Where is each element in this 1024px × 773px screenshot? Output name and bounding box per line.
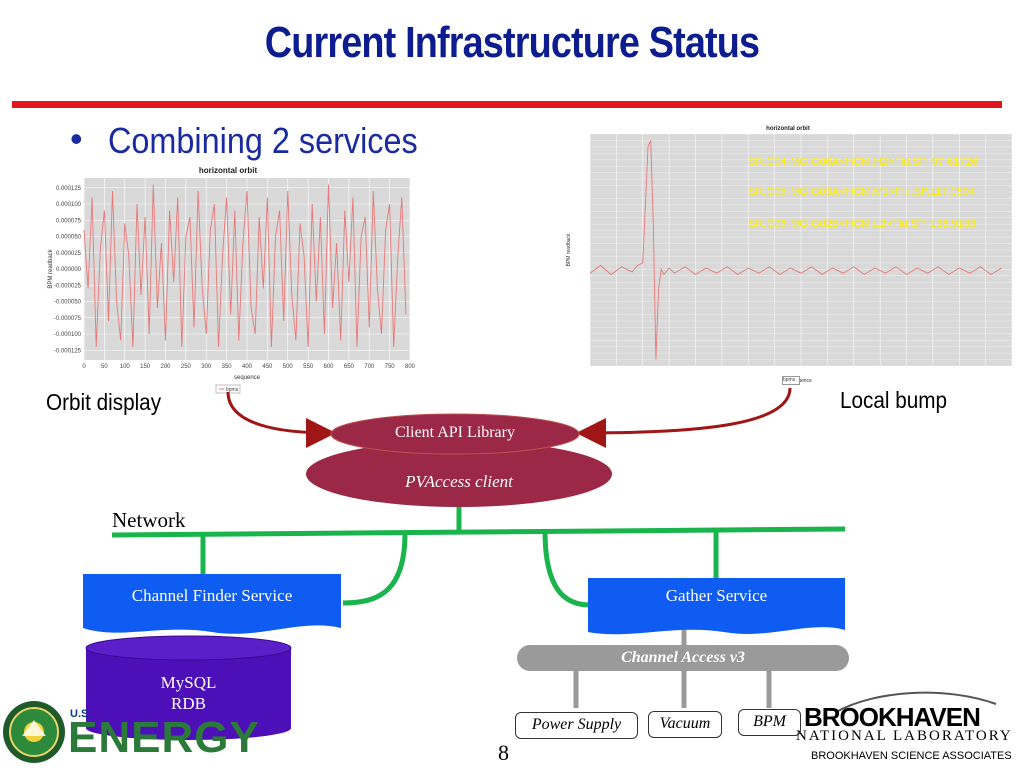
left-x-tick-label: 200 xyxy=(160,364,171,370)
channel-finder-box xyxy=(83,574,341,634)
bnl-sub-text: NATIONAL LABORATORY xyxy=(796,728,1013,744)
left-y-tick-label: -0.000125 xyxy=(54,348,82,354)
left-x-tick-label: 800 xyxy=(405,364,416,370)
doe-energy-text: ENERGY xyxy=(68,713,260,762)
annotation-3: SR:C06-MG:G02B<HCM:L2>Fld:SP, 138.9133 xyxy=(748,218,976,230)
annotation-2: SR:C05-MG:G03A<HCM:M1>Fld:SP,117.0594 xyxy=(748,186,976,198)
doe-seal-icon xyxy=(3,701,65,763)
left-x-tick-label: 150 xyxy=(140,364,151,370)
bnl-main-text: BROOKHAVEN xyxy=(804,702,981,732)
device-bpm: BPM xyxy=(738,709,801,736)
pvaccess-label: PVAccess client xyxy=(405,472,513,491)
left-x-tick-label: 50 xyxy=(101,364,108,370)
right-chart-title: horizontal orbit xyxy=(766,126,810,132)
annotation-1: SR:C04-MG:G06A<HCM:H2>Fld:SP, 97.61726 xyxy=(748,156,978,168)
left-x-tick-label: 500 xyxy=(283,364,294,370)
local-bump-caption: Local bump xyxy=(840,387,948,413)
left-y-tick-label: 0.000125 xyxy=(56,186,82,192)
left-x-tick-label: 250 xyxy=(181,364,192,370)
channel-access-pill xyxy=(517,645,849,671)
left-x-tick-label: 450 xyxy=(262,364,273,370)
bnl-swoosh-icon xyxy=(835,691,997,713)
mysql-label-line1: MySQL xyxy=(160,673,217,692)
orbit-display-chart: horizontal orbit 0.000125 0.000100 0.00007… xyxy=(40,164,416,396)
orbit-display-caption: Orbit display xyxy=(46,389,162,415)
gather-curve-link xyxy=(542,530,591,608)
left-x-tick-label: 750 xyxy=(385,364,396,370)
right-orbit-line xyxy=(589,140,1002,360)
cfs-curve-link xyxy=(342,532,408,606)
bullet-text: Combining 2 services xyxy=(108,120,418,161)
left-x-tick-label: 350 xyxy=(222,364,233,370)
left-chart-svg: horizontal orbit 0.000125 0.000100 0.00007… xyxy=(48,166,416,394)
left-x-tick-label: 0 xyxy=(82,364,86,370)
left-chart-xlabel: sequence xyxy=(234,375,261,381)
left-y-tick-label: 0.000075 xyxy=(56,218,82,224)
left-chart-title: horizontal orbit xyxy=(199,166,258,175)
left-y-tick-label: 0.000050 xyxy=(56,235,82,241)
mysql-cylinder-bottom xyxy=(86,716,291,740)
doe-logo: U.S. ENERGY xyxy=(0,696,259,768)
local-bump-chart: horizontal orbit sequence BPM readback S… xyxy=(558,122,1018,387)
mysql-label: MySQL RDB xyxy=(86,672,291,714)
network-bus xyxy=(111,526,846,538)
mysql-cylinder-top xyxy=(85,635,292,661)
left-y-tick-label: -0.000050 xyxy=(54,300,82,306)
left-chart-ylabel: BPM readback xyxy=(48,248,54,288)
left-y-tick-label: -0.000100 xyxy=(54,332,82,338)
left-orbit-line xyxy=(83,184,407,348)
pvaccess-ellipse xyxy=(306,441,612,507)
bnl-logo: BROOKHAVEN NATIONAL LABORATORY BROOKHAVE… xyxy=(796,690,1016,768)
right-chart-ylabel: BPM readback xyxy=(566,233,572,266)
right-chart-svg: horizontal orbit sequence BPM readback xyxy=(566,126,1013,384)
left-x-tick-label: 550 xyxy=(303,364,314,370)
left-x-tick-label: 650 xyxy=(344,364,355,370)
footer-right-text: BROOKHAVEN SCIENCE ASSOCIATES xyxy=(811,750,1012,762)
left-legend-label: bpms xyxy=(226,387,239,393)
mysql-cylinder-body xyxy=(86,648,291,728)
left-y-tick-label: 0.000025 xyxy=(56,251,82,257)
left-x-tick-label: 700 xyxy=(364,364,375,370)
device-vacuum: Vacuum xyxy=(648,711,722,738)
left-x-tick-label: 300 xyxy=(201,364,212,370)
right-legend-box: bpms xyxy=(782,376,800,385)
right-chart-xlabel: sequence xyxy=(790,378,812,384)
gather-label: Gather Service xyxy=(665,586,768,605)
left-y-tick-label: 0.000000 xyxy=(56,267,82,273)
page-number: 8 xyxy=(498,740,509,765)
gather-box xyxy=(588,578,845,635)
device-power-supply: Power Supply xyxy=(515,712,638,739)
channel-finder-label: Channel Finder Service xyxy=(131,586,293,605)
client-api-ellipse xyxy=(330,413,580,455)
left-x-tick-label: 600 xyxy=(323,364,334,370)
slide-title: Current Infrastructure Status xyxy=(264,18,760,67)
doe-prefix-text: U.S. xyxy=(70,708,92,720)
mysql-label-line2: RDB xyxy=(171,694,206,713)
left-y-tick-label: 0.000100 xyxy=(56,202,82,208)
left-y-tick-label: -0.000075 xyxy=(54,316,82,322)
bullet-marker: • xyxy=(70,118,83,159)
channel-access-label: Channel Access v3 xyxy=(621,649,745,666)
arrow-bump-to-client xyxy=(576,387,792,448)
left-y-tick-label: -0.000025 xyxy=(54,283,82,289)
title-divider xyxy=(12,101,1002,108)
client-api-label: Client API Library xyxy=(395,424,515,441)
left-x-tick-label: 400 xyxy=(242,364,253,370)
arrow-orbit-to-client xyxy=(226,391,336,448)
network-label: Network xyxy=(112,508,186,532)
right-legend-label: bpms xyxy=(783,377,796,383)
left-x-tick-label: 100 xyxy=(120,364,131,370)
